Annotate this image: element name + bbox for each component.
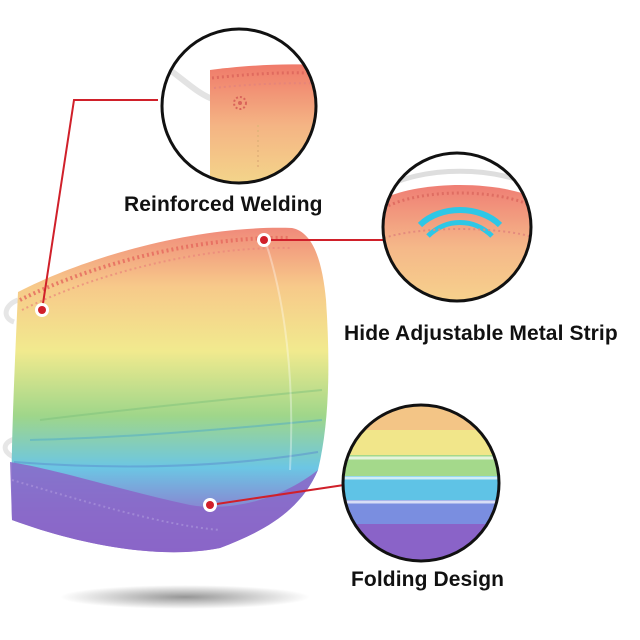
callout-line-welding	[41, 99, 158, 311]
zoom-circle-welding	[160, 27, 318, 185]
callout-label-metal-strip: Hide Adjustable Metal Strip	[344, 322, 618, 345]
callout-lines	[41, 99, 384, 506]
mask-body	[10, 227, 329, 553]
callout-line-folding	[209, 484, 345, 506]
floor-shadow	[60, 585, 310, 609]
zoom-circle-strip	[381, 151, 533, 303]
callout-label-folding: Folding Design	[351, 568, 505, 591]
zoom-circle-folding	[341, 403, 501, 563]
callout-label-welding: Reinforced Welding	[124, 193, 323, 216]
ear-loop-top	[3, 297, 20, 325]
callout-markers	[35, 233, 271, 512]
